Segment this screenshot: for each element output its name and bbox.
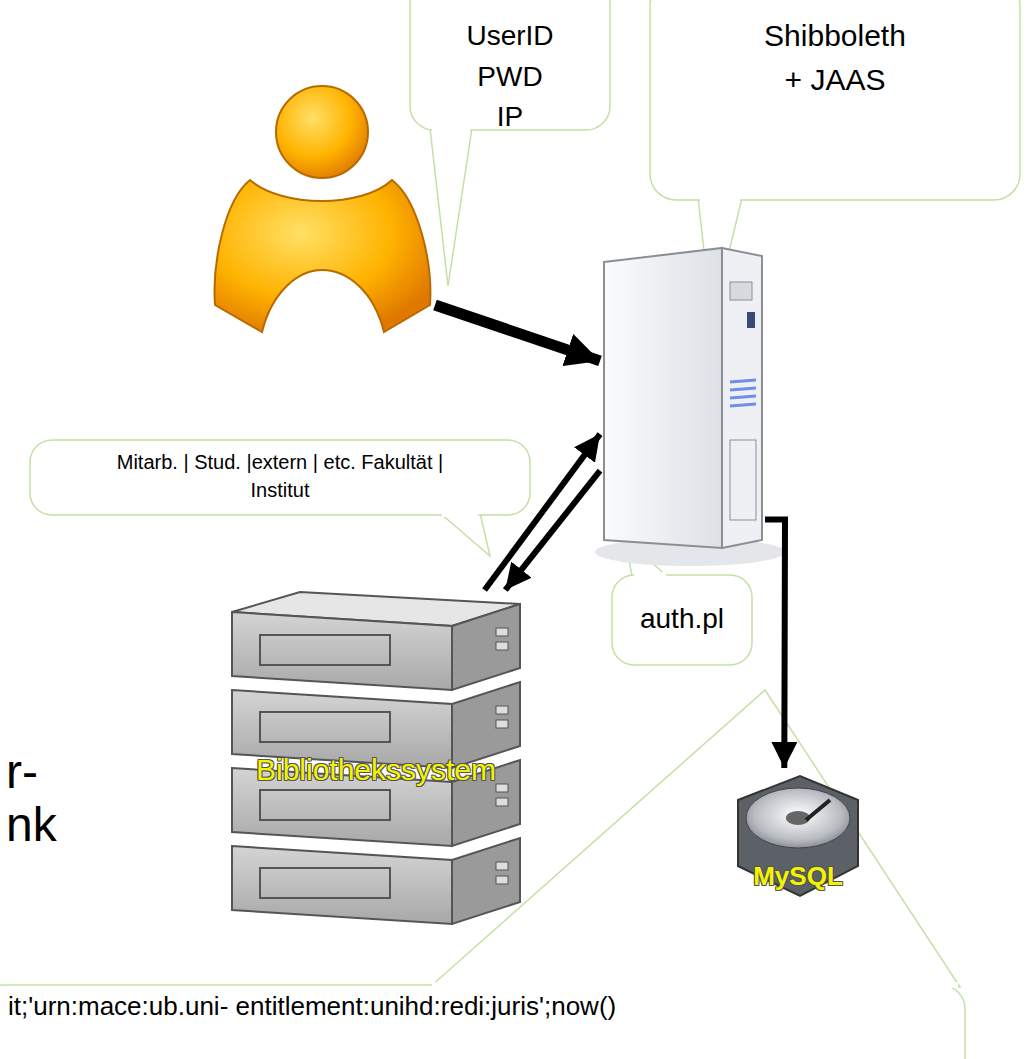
arrow-connector <box>505 471 600 590</box>
arrow-connector <box>485 434 600 590</box>
database-node: MySQL <box>728 768 862 902</box>
hard-disk <box>738 776 858 896</box>
library-system-node: Bibliothekssystem <box>228 590 523 928</box>
cut-off-text: r- nk <box>6 746 57 852</box>
arrow-connector <box>435 305 600 361</box>
arrow-connector <box>765 520 785 769</box>
server-node: Shibboleth + JAASauth.pl <box>600 245 765 550</box>
database-label: MySQL <box>753 862 843 891</box>
user-node: UserID PWD IP <box>215 85 435 335</box>
bubble-text: Mitarb. | Stud. |extern | etc. Fakultät … <box>115 448 445 504</box>
server-tower <box>595 248 785 566</box>
bubble-text: UserID PWD IP <box>466 16 553 138</box>
speech-bubble <box>30 440 530 556</box>
bubble-text: it;'urn:mace:ub.uni- entitlement:unihd:r… <box>8 992 648 1022</box>
bubble-text: auth.pl <box>640 602 724 636</box>
system-label: Bibliothekssystem <box>256 752 496 788</box>
server-stack <box>232 592 520 924</box>
speech-bubble <box>410 0 610 286</box>
bubble-text: Shibboleth + JAAS <box>764 14 906 101</box>
user-icon <box>215 86 431 332</box>
